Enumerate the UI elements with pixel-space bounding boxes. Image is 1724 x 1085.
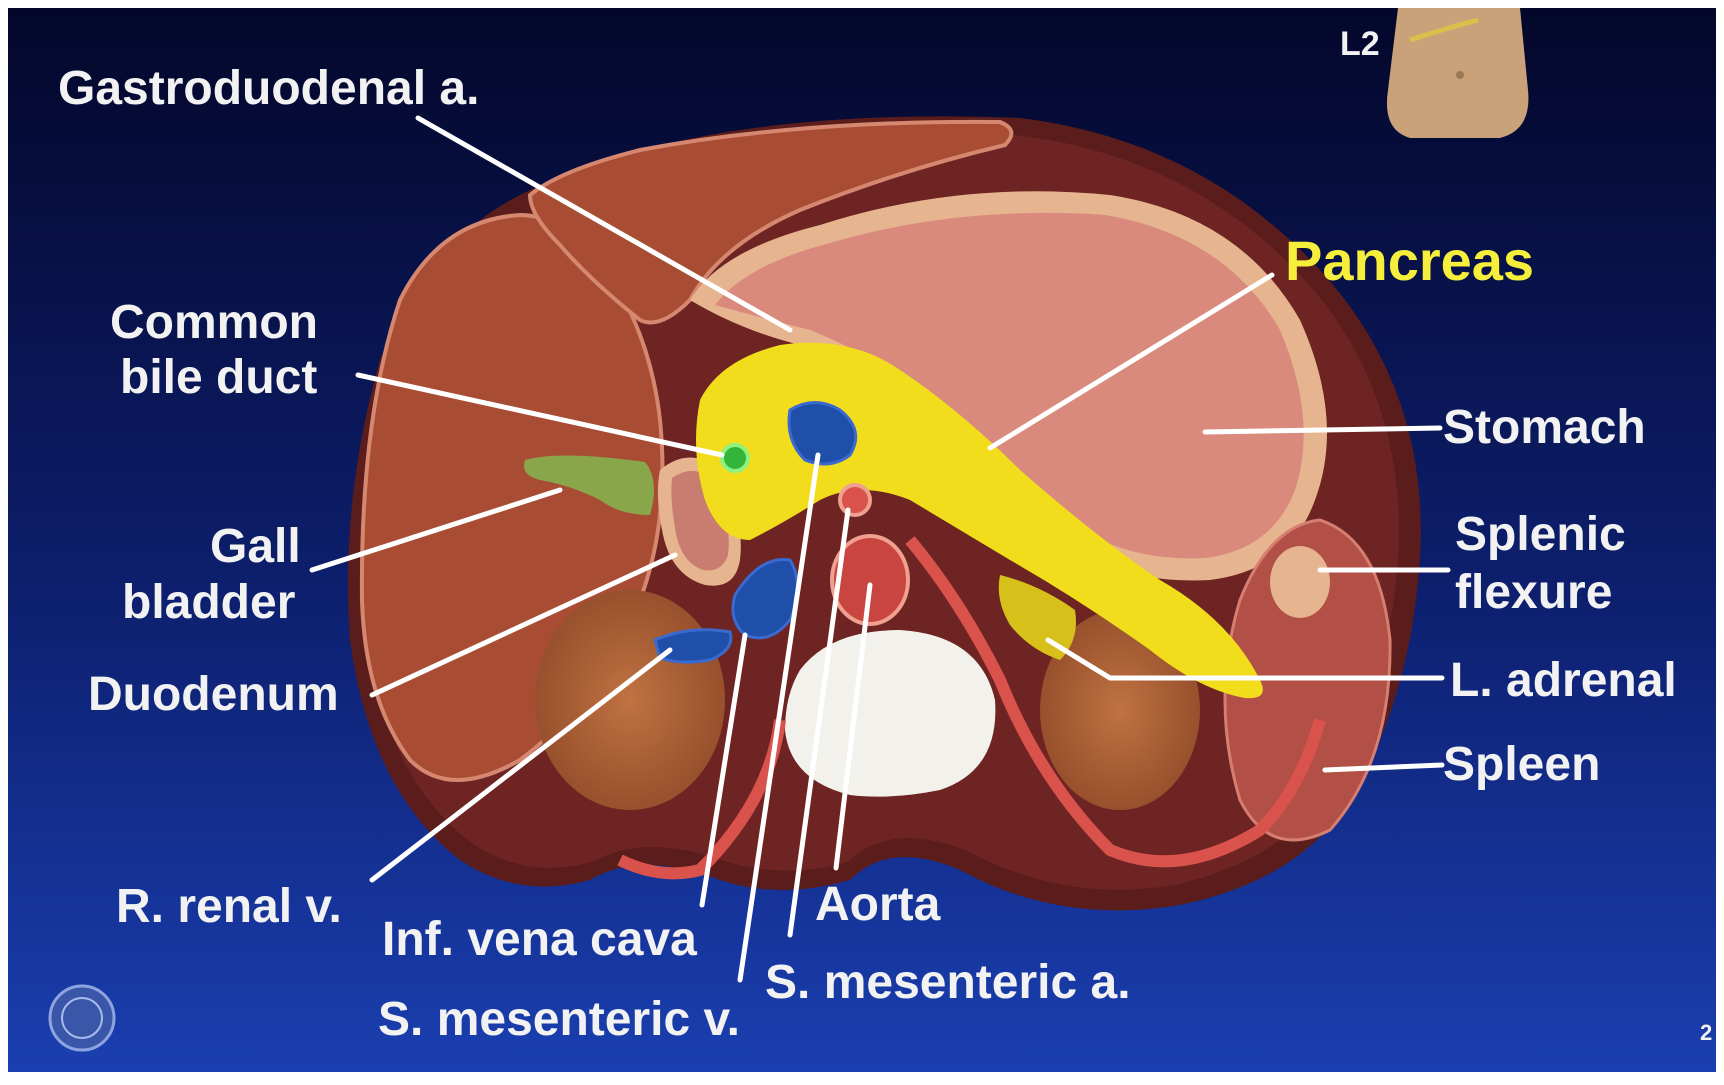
label-splenic-flexure-line2: flexure [1455,566,1612,619]
common-bile-duct [722,445,748,471]
vertebra [785,630,995,797]
label-gastroduodenal: Gastroduodenal a. [58,62,479,115]
label-duodenum: Duodenum [88,668,339,721]
label-pancreas: Pancreas [1285,229,1534,292]
page-number: 2 [1700,1020,1712,1045]
label-r-renal-v: R. renal v. [116,880,342,933]
label-stomach: Stomach [1443,401,1646,454]
label-spleen: Spleen [1443,738,1600,791]
label-aorta: Aorta [815,878,941,931]
torso-thumbnail [1387,8,1529,138]
label-splenic-flexure-line1: Splenic [1455,508,1626,561]
label-s-mesenteric-a: S. mesenteric a. [765,956,1131,1009]
label-inf-vena-cava: Inf. vena cava [382,913,697,966]
superior-mesenteric-artery [840,485,870,515]
right-kidney [535,590,725,810]
splenic-flexure [1270,546,1330,618]
label-gall-bladder-line1: Gall [210,520,301,573]
label-gall-bladder-line2: bladder [122,576,295,629]
label-common-bile-duct-line1: Common [110,296,318,349]
publisher-logo [50,986,114,1050]
level-label: L2 [1340,25,1380,63]
label-common-bile-duct-line2: bile duct [120,351,317,404]
label-l-adrenal: L. adrenal [1450,654,1677,707]
label-s-mesenteric-v: S. mesenteric v. [378,993,740,1046]
